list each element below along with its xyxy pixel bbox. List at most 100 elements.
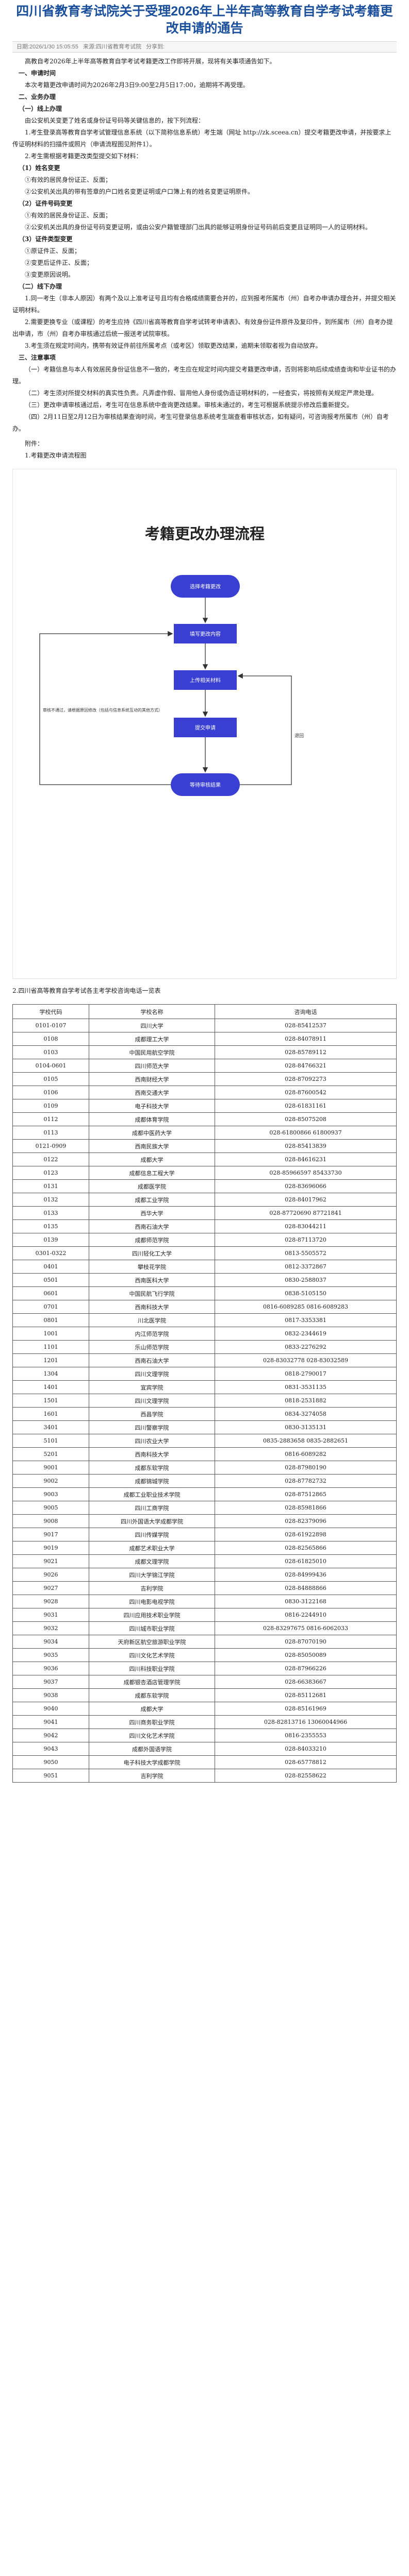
school-code-cell: 0135 bbox=[12, 1219, 89, 1233]
school-name-cell: 成都工业职业技术学院 bbox=[89, 1487, 215, 1501]
school-code-cell: 9008 bbox=[12, 1514, 89, 1528]
school-name-cell: 宜宾学院 bbox=[89, 1380, 215, 1394]
phone-cell: 028-85161969 bbox=[215, 1702, 397, 1716]
school-name-cell: 四川传媒学院 bbox=[89, 1528, 215, 1541]
share-label[interactable]: 分享到: bbox=[146, 44, 165, 50]
school-code-cell: 9019 bbox=[12, 1541, 89, 1555]
phone-cell: 028-87720690 87721841 bbox=[215, 1206, 397, 1220]
flow-step-label: 提交申请 bbox=[195, 724, 216, 731]
publish-date: 日期:2026/1/30 15:05:55 bbox=[17, 44, 78, 50]
school-code-cell: 0106 bbox=[12, 1086, 89, 1099]
flow-side-note: 审核不通过，请根据原因修改（包括与信息系统互动的其他方式） bbox=[43, 707, 162, 713]
article-title: 四川省教育考试院关于受理2026年上半年高等教育自学考试考籍更改申请的通告 bbox=[16, 4, 393, 36]
school-code-cell: 0101-0107 bbox=[12, 1019, 89, 1032]
school-name-cell: 成都东软学院 bbox=[89, 1461, 215, 1475]
school-name-cell: 西南财经大学 bbox=[89, 1072, 215, 1086]
phone-cell: 028-87512865 bbox=[215, 1487, 397, 1501]
phone-cell: 028-85789112 bbox=[215, 1045, 397, 1059]
paragraph: ①原证件正、反面； bbox=[25, 247, 81, 255]
flow-return-arrow-right bbox=[237, 673, 292, 785]
phone-cell: 028-84888866 bbox=[215, 1581, 397, 1595]
school-name-cell: 西华大学 bbox=[89, 1206, 215, 1220]
school-code-cell: 0133 bbox=[12, 1206, 89, 1220]
phone-cell: 028-85413839 bbox=[215, 1139, 397, 1153]
phone-cell: 028-84078911 bbox=[215, 1032, 397, 1046]
phone-cell: 028-87600542 bbox=[215, 1086, 397, 1099]
flow-step-5: 等待审核结果 bbox=[171, 773, 240, 796]
source-label: 来源:四川省教育考试院 bbox=[83, 44, 141, 50]
school-code-cell: 5201 bbox=[12, 1447, 89, 1461]
school-code-cell: 0801 bbox=[12, 1313, 89, 1327]
subsection-heading: （一）线上办理 bbox=[19, 105, 62, 112]
school-code-cell: 9021 bbox=[12, 1554, 89, 1568]
paragraph: ②公安机关出具的带有签章的户口姓名变更证明或户口簿上有的姓名变更证明原件。 bbox=[25, 188, 254, 195]
school-code-cell: 0108 bbox=[12, 1032, 89, 1046]
school-code-cell: 9034 bbox=[12, 1635, 89, 1649]
flow-return-arrow-left bbox=[39, 631, 173, 785]
phone-cell: 0816-6089285 0816-6089283 bbox=[215, 1300, 397, 1314]
school-code-cell: 9040 bbox=[12, 1702, 89, 1716]
school-name-cell: 成都体育学院 bbox=[89, 1112, 215, 1126]
school-name-cell: 成都大学 bbox=[89, 1702, 215, 1716]
school-code-cell: 9001 bbox=[12, 1461, 89, 1475]
school-code-cell: 1304 bbox=[12, 1367, 89, 1381]
school-name-cell: 成都工业学院 bbox=[89, 1193, 215, 1207]
phone-cell: 0830-3135131 bbox=[215, 1420, 397, 1434]
paragraph: ②公安机关出具的身份证号码变更证明，或由公安户籍管理部门出具的能够证明身份证号码… bbox=[25, 224, 372, 231]
phone-cell: 028-61800866 61800937 bbox=[215, 1126, 397, 1140]
intro-paragraph: 高教自考2026年上半年高等教育自学考试考籍更改工作即将开展，现将有关事项通告如… bbox=[25, 58, 276, 65]
attachment-item[interactable]: 1.考籍更改申请流程图 bbox=[25, 452, 87, 459]
phone-cell: 028-83696066 bbox=[215, 1179, 397, 1193]
phone-cell: 028-61831161 bbox=[215, 1099, 397, 1113]
paragraph: ②变更后证件正、反面； bbox=[25, 259, 93, 266]
flow-step-1: 选择考籍更改 bbox=[171, 575, 240, 598]
school-name-cell: 成都艺术职业大学 bbox=[89, 1541, 215, 1555]
section-heading: 一、申请时间 bbox=[19, 70, 56, 77]
school-code-cell: 9027 bbox=[12, 1581, 89, 1595]
table-caption: 2.四川省高等教育自学考试各主考学校咨询电话一览表 bbox=[12, 987, 161, 994]
phone-cell: 028-87782732 bbox=[215, 1474, 397, 1488]
school-name-cell: 四川大学锦江学院 bbox=[89, 1568, 215, 1582]
paragraph: 3.考生须在规定时间内，携带有效证件前往所属考点（或考区）领取更改结果，逾期未领… bbox=[25, 342, 322, 349]
school-code-cell: 1501 bbox=[12, 1394, 89, 1408]
phone-cell: 028-66383667 bbox=[215, 1675, 397, 1689]
table-header-row: 学校代码 学校名称 咨询电话 bbox=[12, 1004, 397, 1019]
school-code-cell: 9026 bbox=[12, 1568, 89, 1582]
school-name-cell: 成都信息工程大学 bbox=[89, 1166, 215, 1180]
school-name-cell: 四川外国语大学成都学院 bbox=[89, 1514, 215, 1528]
paragraph: （三）更改申请审核通过后，考生可在信息系统中查询更改结果。审核未通过的，考生可根… bbox=[25, 401, 353, 409]
school-code-cell: 1201 bbox=[12, 1353, 89, 1367]
phone-cell: 0816-2355553 bbox=[215, 1728, 397, 1742]
article-body: 高教自考2026年上半年高等教育自学考试考籍更改工作即将开展，现将有关事项通告如… bbox=[0, 53, 409, 462]
school-name-cell: 成都中医药大学 bbox=[89, 1126, 215, 1140]
school-code-cell: 9038 bbox=[12, 1688, 89, 1702]
phone-cell: 028-87092273 bbox=[215, 1072, 397, 1086]
phone-cell: 028-61922898 bbox=[215, 1528, 397, 1541]
school-code-cell: 0301-0322 bbox=[12, 1246, 89, 1260]
phone-cell: 028-82565866 bbox=[215, 1541, 397, 1555]
school-code-cell: 0112 bbox=[12, 1112, 89, 1126]
school-code-cell: 0104-0601 bbox=[12, 1059, 89, 1073]
school-name-cell: 成都医学院 bbox=[89, 1179, 215, 1193]
school-name-cell: 四川应用技术职业学院 bbox=[89, 1608, 215, 1622]
school-name-cell: 四川大学 bbox=[89, 1019, 215, 1032]
phone-cell: 028-65778812 bbox=[215, 1755, 397, 1769]
flow-step-label: 选择考籍更改 bbox=[190, 583, 221, 590]
school-code-cell: 0103 bbox=[12, 1045, 89, 1059]
item-heading: （3）证件类型变更 bbox=[19, 235, 73, 243]
paragraph: ③变更原因说明。 bbox=[25, 271, 75, 278]
